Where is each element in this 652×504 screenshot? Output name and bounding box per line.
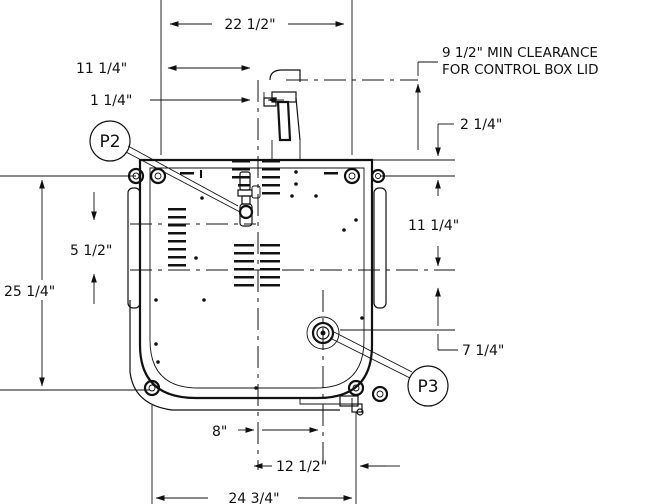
dimension-lines [39,21,458,501]
p2-fitting [237,171,261,227]
vents-left [168,208,186,267]
center-lines [130,79,455,470]
control-box-edge [295,97,301,141]
dim-clearance-note: FOR CONTROL BOX LID [442,62,599,78]
callout-p3-circle [407,365,449,407]
control-box [263,69,301,160]
bolt-dots [154,170,364,390]
dim-fitting-offset: 1 1/4" [90,93,132,109]
dim-center-offset-top: 11 1/4" [76,61,127,77]
bottom-hardware [339,395,364,416]
callout-p2-leader-a [125,151,241,213]
dim-right-offset: 12 1/2" [276,459,327,475]
control-box-body [276,100,292,142]
callout-p3-leader-b [333,331,413,373]
dim-overall-width-bottom: 24 3/4" [228,491,279,504]
callout-p3-label: P3 [417,377,438,397]
control-box-lid-arc [269,69,301,82]
callout-p3: P3 [329,331,449,407]
dim-drain-offset-vertical: 7 1/4" [462,343,504,359]
dim-clearance: 9 1/2" MIN CLEARANCE [442,45,598,61]
vents-top-right [262,160,280,195]
unit-inner-outline [149,167,365,389]
dimension-labels: 22 1/2" 11 1/4" 1 1/4" 9 1/2" MIN CLEARA… [4,17,599,504]
dim-drain-offset-horizontal: 8" [212,424,227,440]
foot-bottom-left [143,379,161,397]
vents-top-left [232,160,250,187]
dim-foot-offset: 2 1/4" [460,117,502,133]
base-skirt [129,300,340,411]
right-side-panel [373,187,387,309]
dim-p2-offset: 5 1/2" [70,243,112,259]
base-bracket [299,398,353,405]
small-marks [180,170,338,178]
vents-center [234,244,280,287]
dim-overall-width-top: 22 1/2" [224,17,275,33]
callout-p2-label: P2 [99,132,120,152]
dim-overall-depth: 25 1/4" [4,284,55,300]
callout-p2: P2 [89,120,241,213]
extension-lines [0,0,455,504]
dim-center-offset-right: 11 1/4" [408,218,459,234]
callout-p2-leader-b [127,145,239,207]
callout-p3-leader-a [329,337,411,379]
foot-bottom-right [347,379,389,403]
unit-body [127,158,389,416]
foot-top-right [343,167,386,185]
callout-p2-circle [89,120,131,162]
left-side-panel [127,187,141,309]
unit-outline [138,158,374,400]
